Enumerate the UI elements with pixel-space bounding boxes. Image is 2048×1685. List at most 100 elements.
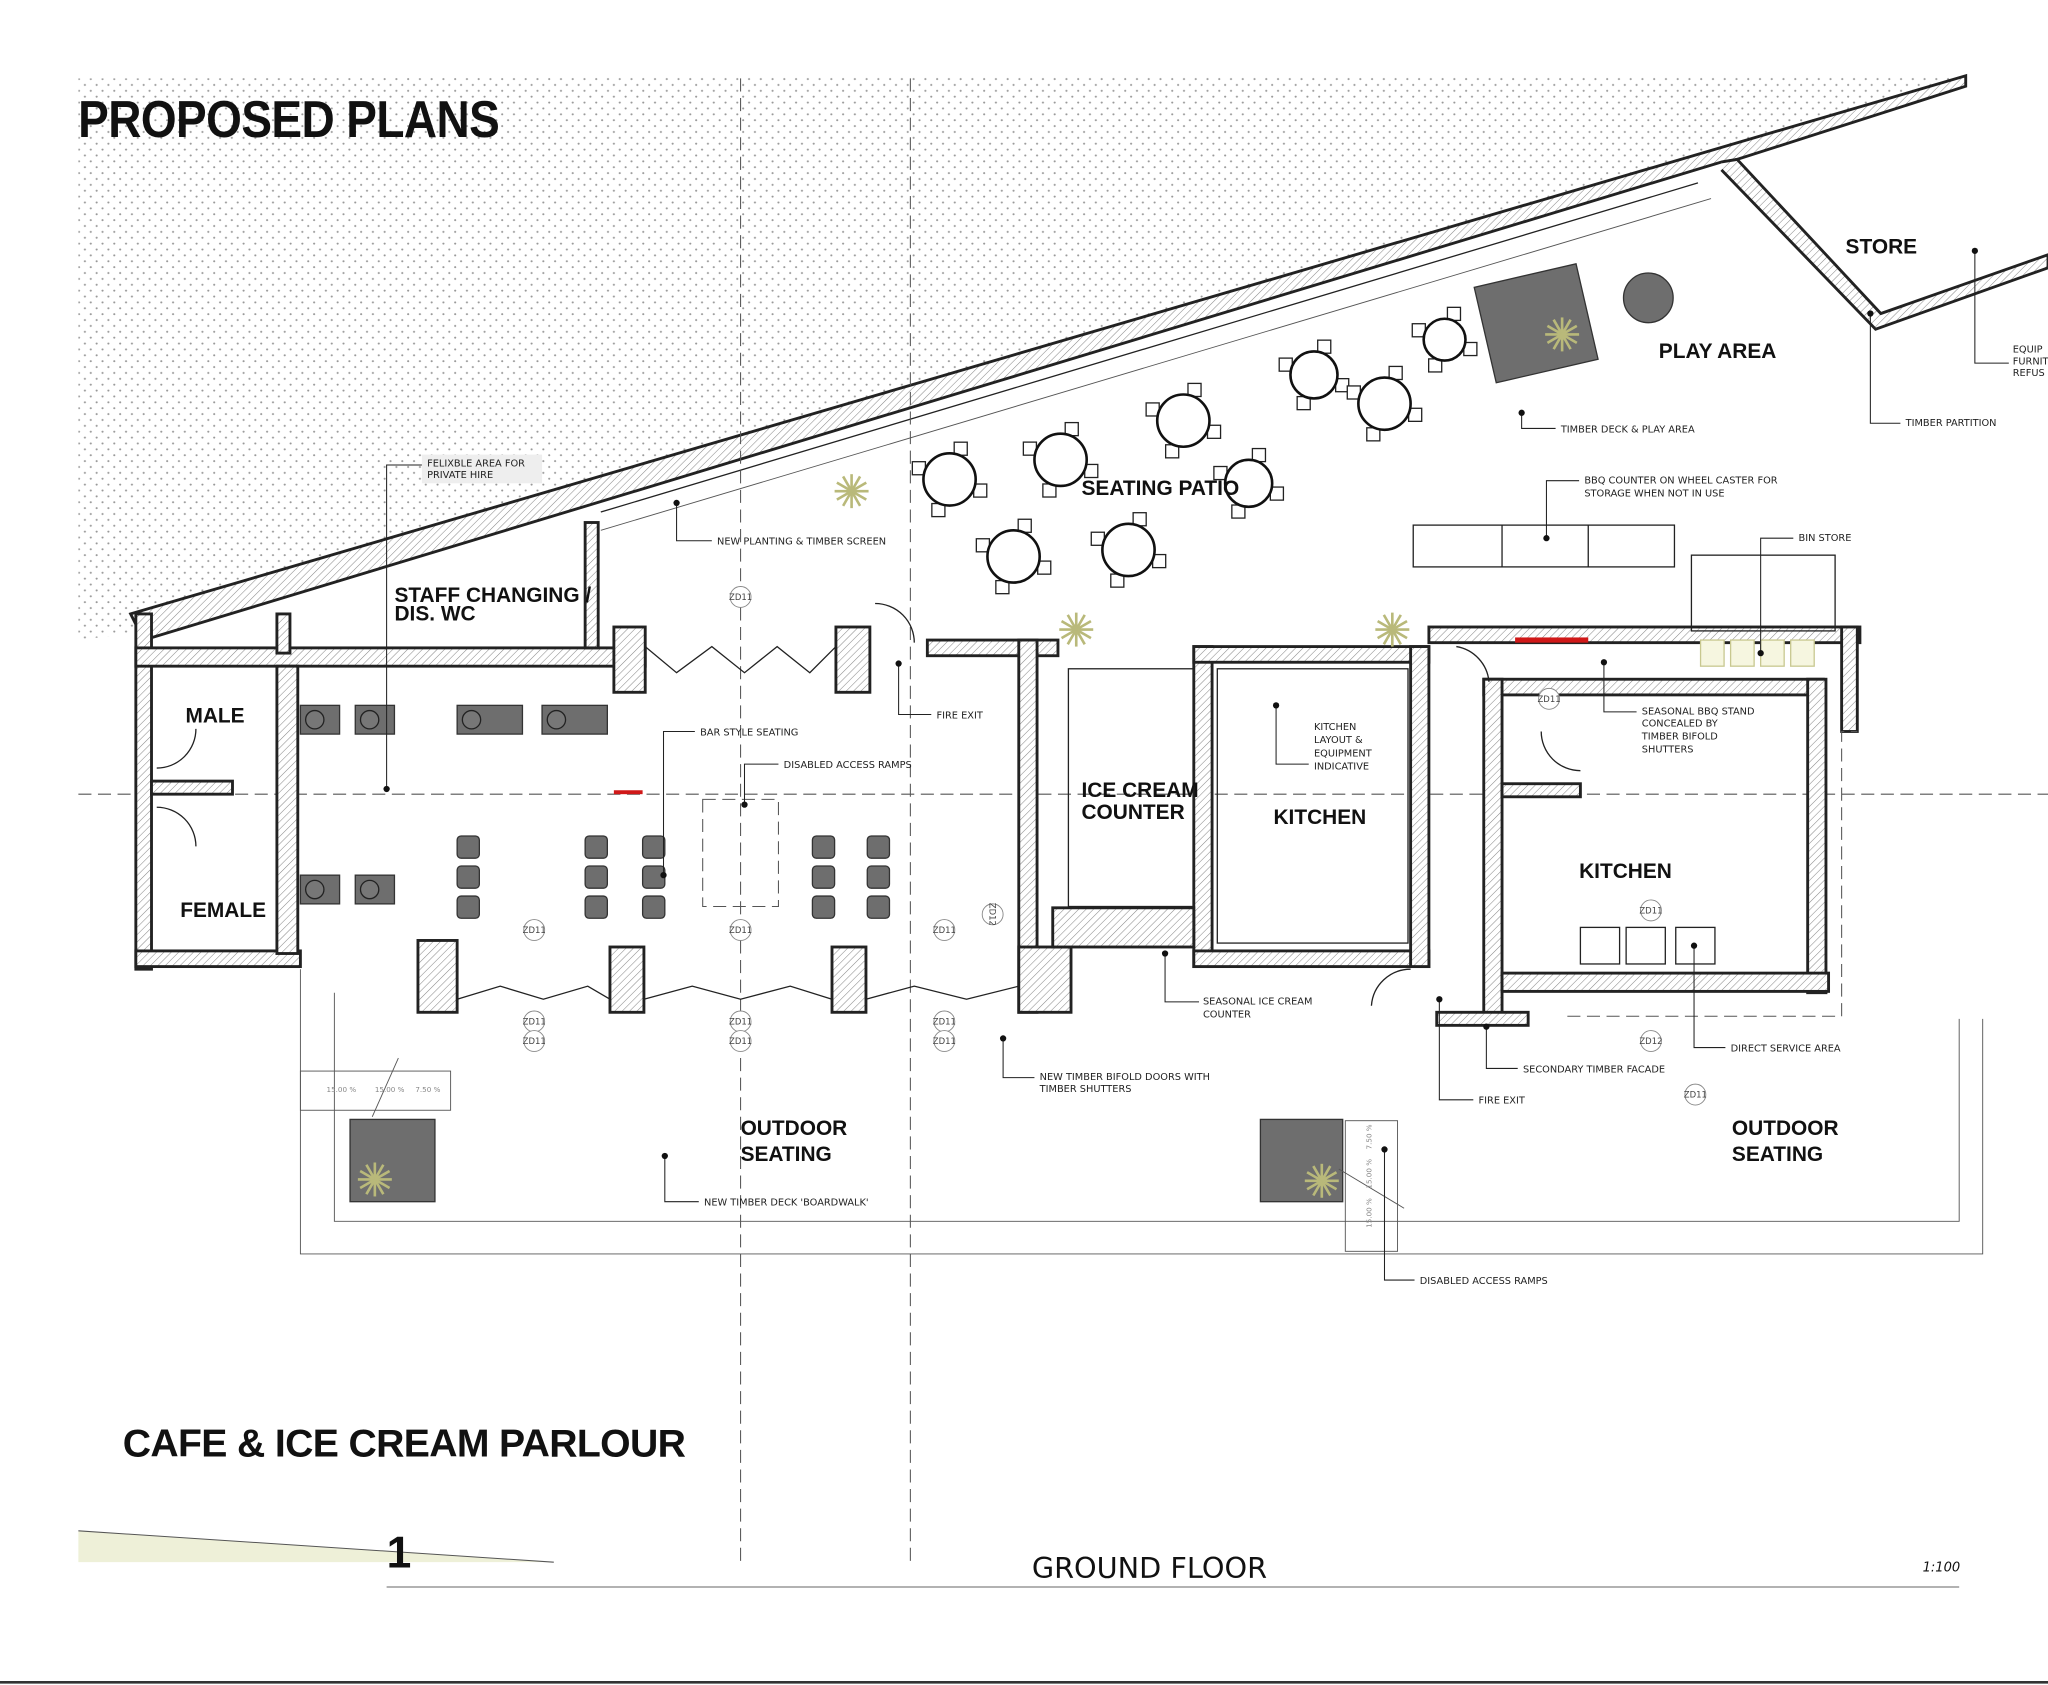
zone-tag: ZD11 bbox=[729, 1030, 752, 1052]
planting-strip bbox=[600, 198, 1712, 531]
door-swing[interactable] bbox=[156, 728, 197, 769]
seat bbox=[641, 835, 666, 859]
svg-text:ZD11: ZD11 bbox=[933, 1036, 956, 1046]
svg-text:SECONDARY TIMBER FACADE: SECONDARY TIMBER FACADE bbox=[1523, 1064, 1665, 1075]
svg-text:ZD11: ZD11 bbox=[729, 1036, 752, 1046]
svg-text:ZD11: ZD11 bbox=[729, 592, 752, 602]
svg-text:15.00 %: 15.00 % bbox=[375, 1085, 405, 1094]
bbq-stand bbox=[1515, 637, 1589, 643]
seat bbox=[811, 835, 836, 859]
leader-dot bbox=[1757, 649, 1764, 657]
svg-text:COUNTER: COUNTER bbox=[1203, 1010, 1251, 1021]
stool bbox=[461, 709, 482, 730]
svg-text:15.00 %: 15.00 % bbox=[327, 1085, 357, 1094]
svg-text:NEW PLANTING & TIMBER SCREEN: NEW PLANTING & TIMBER SCREEN bbox=[717, 537, 886, 548]
svg-text:FURNIT: FURNIT bbox=[2013, 356, 2048, 367]
leader-dot bbox=[1971, 247, 1978, 254]
svg-text:EQUIPMENT: EQUIPMENT bbox=[1314, 748, 1372, 759]
stool bbox=[546, 709, 567, 730]
round-table bbox=[1346, 365, 1423, 442]
leader-dot bbox=[999, 1035, 1007, 1042]
svg-text:COUNTER: COUNTER bbox=[1081, 801, 1184, 824]
door-swing[interactable] bbox=[156, 806, 197, 847]
bifold-door[interactable] bbox=[644, 645, 837, 674]
service-line bbox=[1567, 730, 1858, 1017]
seat bbox=[584, 895, 608, 919]
leader-dot bbox=[1518, 409, 1525, 416]
leader-dot bbox=[1543, 535, 1550, 542]
room-seating-patio: SEATING PATIO bbox=[1081, 477, 1239, 500]
svg-text:DIRECT SERVICE AREA: DIRECT SERVICE AREA bbox=[1731, 1043, 1841, 1054]
svg-text:ZD11: ZD11 bbox=[1684, 1090, 1707, 1100]
door-swing[interactable] bbox=[875, 602, 915, 643]
timber-screen bbox=[600, 182, 1699, 513]
room-staff: STAFF CHANGING / bbox=[394, 584, 591, 607]
plants bbox=[357, 317, 1580, 1198]
svg-text:15.00 %: 15.00 % bbox=[1364, 1198, 1373, 1228]
svg-text:NEW TIMBER DECK 'BOARDWALK': NEW TIMBER DECK 'BOARDWALK' bbox=[704, 1198, 869, 1209]
leader-dot bbox=[660, 872, 667, 879]
svg-text:FELIXBLE AREA FOR: FELIXBLE AREA FOR bbox=[427, 458, 525, 469]
svg-text:TIMBER SHUTTERS: TIMBER SHUTTERS bbox=[1039, 1084, 1132, 1095]
svg-text:LAYOUT &: LAYOUT & bbox=[1314, 735, 1363, 746]
svg-text:ZD11: ZD11 bbox=[729, 925, 752, 935]
svg-text:TIMBER DECK & PLAY AREA: TIMBER DECK & PLAY AREA bbox=[1560, 424, 1695, 435]
svg-text:ZD11: ZD11 bbox=[523, 1036, 546, 1046]
svg-text:STORAGE WHEN NOT IN USE: STORAGE WHEN NOT IN USE bbox=[1584, 488, 1724, 499]
svg-text:ZD11: ZD11 bbox=[933, 1016, 956, 1026]
door-swing[interactable] bbox=[1456, 645, 1490, 682]
svg-text:KITCHEN: KITCHEN bbox=[1314, 722, 1356, 733]
svg-text:FIRE EXIT: FIRE EXIT bbox=[1479, 1096, 1525, 1107]
bbq-counter bbox=[1412, 524, 1676, 568]
bifold-door[interactable] bbox=[643, 985, 833, 1000]
stool bbox=[304, 709, 325, 730]
room-kitchen-a: KITCHEN bbox=[1273, 806, 1366, 829]
door-swing[interactable] bbox=[1540, 731, 1581, 772]
red-marker bbox=[613, 790, 643, 795]
round-table bbox=[1278, 339, 1350, 411]
svg-text:ZD12: ZD12 bbox=[1639, 1036, 1662, 1046]
room-female: FEMALE bbox=[180, 899, 266, 922]
patio-tables bbox=[911, 306, 1478, 595]
project-title: CAFE & ICE CREAM PARLOUR bbox=[123, 1422, 686, 1465]
bifold-door[interactable] bbox=[456, 985, 611, 1000]
seat bbox=[866, 895, 891, 919]
room-ice-cream-counter: ICE CREAM bbox=[1081, 779, 1198, 802]
door-swing[interactable] bbox=[1370, 968, 1411, 1006]
seat bbox=[866, 865, 891, 889]
svg-text:7.50 %: 7.50 % bbox=[415, 1085, 440, 1094]
svg-text:TIMBER BIFOLD: TIMBER BIFOLD bbox=[1641, 731, 1718, 742]
room-outdoor-seating-b: OUTDOOR bbox=[1732, 1117, 1839, 1140]
drawing-number: 1 bbox=[387, 1528, 411, 1577]
leader-dot bbox=[661, 1152, 668, 1160]
round-table bbox=[1022, 421, 1099, 498]
leader-dot bbox=[383, 785, 390, 793]
zone-tag: ZD11 bbox=[523, 1010, 546, 1033]
internal-ramp bbox=[702, 798, 779, 908]
round-table bbox=[1145, 382, 1222, 459]
seat bbox=[584, 835, 608, 859]
bifold-door[interactable] bbox=[865, 985, 1019, 1000]
leader-dot bbox=[1867, 310, 1874, 317]
svg-text:PRIVATE HIRE: PRIVATE HIRE bbox=[427, 470, 493, 481]
bins bbox=[1699, 639, 1815, 667]
seat bbox=[811, 895, 836, 919]
kitchen-equipment bbox=[1067, 668, 1716, 965]
room-kitchen-b: KITCHEN bbox=[1579, 860, 1672, 883]
zone-tag: ZD11 bbox=[729, 1010, 752, 1033]
svg-text:SEATING: SEATING bbox=[741, 1143, 832, 1166]
plant-icon bbox=[1059, 612, 1094, 647]
zone-tag: ZD11 bbox=[933, 1010, 956, 1033]
svg-text:ZD11: ZD11 bbox=[1538, 694, 1561, 704]
svg-text:DISABLED ACCESS RAMPS: DISABLED ACCESS RAMPS bbox=[1420, 1276, 1548, 1287]
svg-text:EQUIP: EQUIP bbox=[2013, 345, 2043, 356]
leader-dot bbox=[1436, 996, 1443, 1003]
svg-text:SEASONAL BBQ STAND: SEASONAL BBQ STAND bbox=[1642, 707, 1755, 718]
zone-tag: ZD11 bbox=[523, 1030, 546, 1052]
svg-text:15.00 %: 15.00 % bbox=[1364, 1159, 1373, 1189]
leader-lines bbox=[386, 250, 2009, 1281]
zone-tag: ZD11 bbox=[1538, 687, 1561, 710]
svg-text:ZD11: ZD11 bbox=[1639, 905, 1662, 915]
